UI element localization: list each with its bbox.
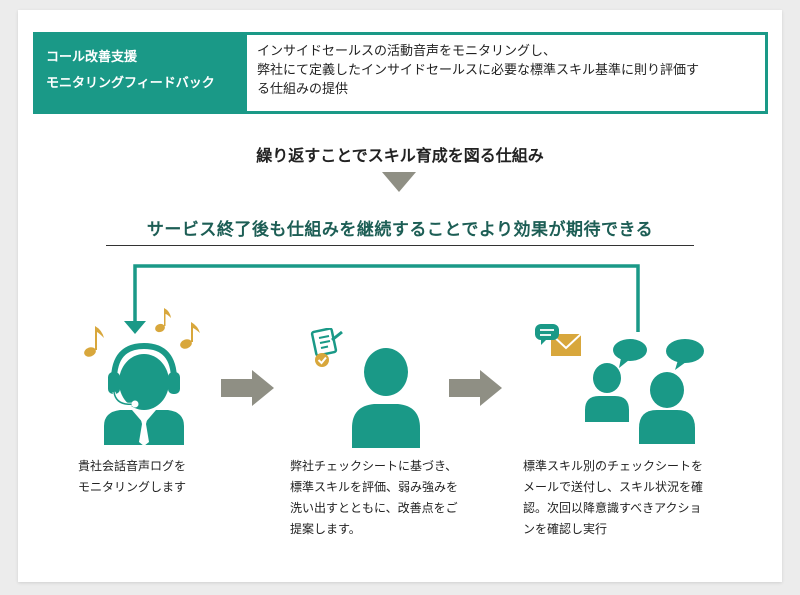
cycle-subtitle: 繰り返すことでスキル育成を図る仕組み	[256, 146, 544, 165]
step-2-description: 弊社チェックシートに基づき、 標準スキルを評価、弱み強みを 洗い出すとともに、改…	[290, 456, 458, 540]
service-header: コール改善支援 モニタリングフィードバック インサイドセールスの活動音声をモニタ…	[33, 32, 768, 114]
step-3-line-4: ンを確認し実行	[523, 522, 608, 536]
team-feedback-icon	[535, 324, 704, 444]
clipboard-check-icon	[310, 328, 343, 367]
service-label-line-1: コール改善支援	[46, 50, 138, 65]
step-1-line-2: モニタリングします	[78, 480, 187, 494]
service-description-line-2: 弊社にて定義したインサイドセールスに必要な標準スキル基準に則り評価す	[257, 63, 700, 78]
step-2-line-4: 提案します。	[290, 522, 361, 536]
process-arrow-1	[221, 370, 274, 406]
step-3-line-1: 標準スキル別のチェックシートを	[523, 459, 704, 473]
service-description: インサイドセールスの活動音声をモニタリングし、 弊社にて定義したインサイドセール…	[247, 35, 765, 111]
step-3-line-3: 認。次回以降意識すべきアクショ	[523, 501, 702, 515]
step-2-line-3: 洗い出すとともに、改善点をご	[290, 501, 458, 515]
step-3-description: 標準スキル別のチェックシートを メールで送付し、スキル状況を確 認。次回以降意識…	[523, 456, 703, 540]
service-label: コール改善支援 モニタリングフィードバック	[36, 35, 247, 111]
step-2-line-1: 弊社チェックシートに基づき、	[290, 459, 458, 473]
service-description-line-1: インサイドセールスの活動音声をモニタリングし、	[257, 44, 557, 59]
service-label-line-2: モニタリングフィードバック	[46, 76, 215, 91]
service-description-line-3: る仕組みの提供	[257, 82, 349, 97]
step-1-description: 貴社会話音声ログを モニタリングします	[78, 456, 186, 498]
feedback-loop-arrow	[124, 264, 640, 406]
step-2-line-2: 標準スキルを評価、弱み強みを	[290, 480, 459, 494]
down-triangle-icon	[382, 172, 416, 192]
process-arrow-2	[449, 370, 502, 406]
chat-bubble-icon	[535, 324, 559, 345]
evaluator-icon	[310, 328, 420, 448]
step-3-line-2: メールで送付し、スキル状況を確	[523, 480, 704, 494]
content-card: コール改善支援 モニタリングフィードバック インサイドセールスの活動音声をモニタ…	[18, 10, 782, 582]
effect-highlight: サービス終了後も仕組みを継続することでより効果が期待できる	[106, 215, 694, 246]
step-1-line-1: 貴社会話音声ログを	[78, 459, 187, 473]
music-note-icon	[84, 308, 200, 357]
speech-bubble-icon	[613, 339, 704, 370]
headset-operator-icon	[84, 308, 200, 445]
